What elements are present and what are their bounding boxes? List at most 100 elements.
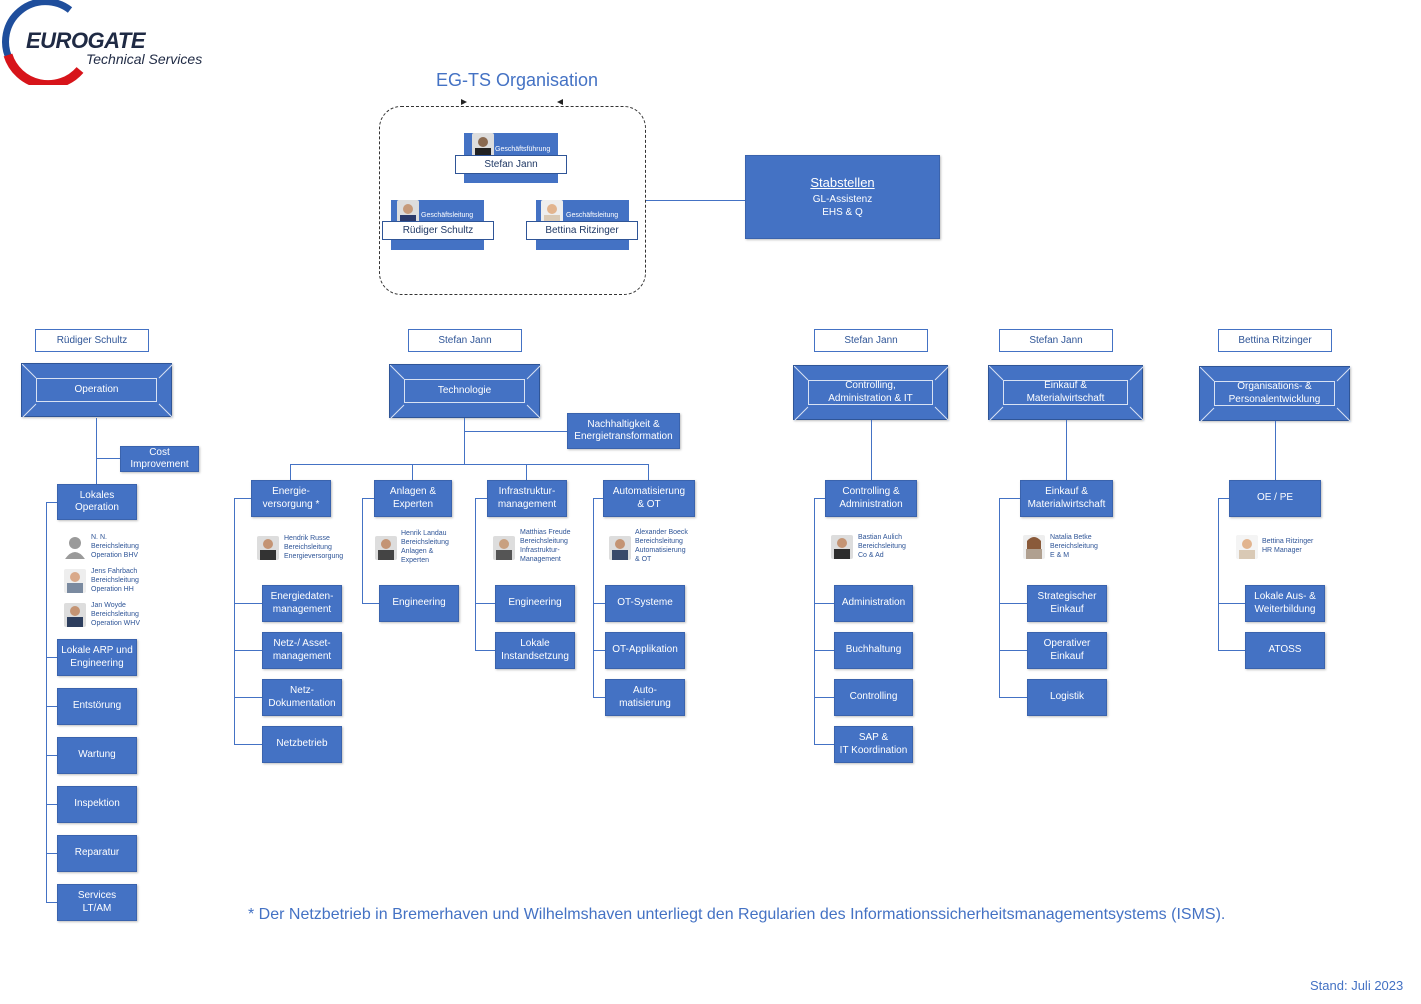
connector: [464, 418, 465, 464]
connector: [234, 744, 262, 745]
connector: [475, 498, 487, 499]
connector: [999, 697, 1027, 698]
stabstellen-box: Stabstellen GL-Assistenz EHS & Q: [745, 155, 940, 239]
lead-label: Stefan Jann: [814, 329, 928, 352]
division-orga: Organisations- & Personalentwicklung: [1199, 366, 1351, 422]
avatar-placeholder: [64, 535, 86, 559]
connector: [593, 603, 605, 604]
person-label: Alexander Boeck Bereichsleitung Automati…: [635, 529, 688, 564]
lead-label: Stefan Jann: [999, 329, 1113, 352]
connector: [475, 650, 495, 651]
connector: [1218, 603, 1245, 604]
connector: [362, 498, 374, 499]
avatar: [375, 536, 397, 560]
connector: [96, 458, 120, 459]
logo-brand: EUROGATE: [26, 28, 146, 53]
connector: [96, 418, 97, 484]
tech-unit-box: OT-Systeme: [605, 585, 685, 622]
eurogate-logo: EUROGATE Technical Services: [0, 0, 230, 85]
tech-unit-box: OT-Applikation: [605, 632, 685, 669]
avatar: [609, 536, 631, 560]
division-einkauf: Einkauf & Materialwirtschaft: [988, 365, 1144, 421]
connector: [1218, 498, 1219, 650]
management-frame: [379, 106, 646, 295]
person-label: Natalia Betke Bereichsleitung E & M: [1050, 534, 1098, 560]
person-label: Bastian Aulich Bereichsleitung Co & Ad: [858, 534, 906, 560]
connector: [234, 603, 262, 604]
logo-subtitle: Technical Services: [86, 51, 203, 67]
stand-label: Stand: Juli 2023: [1310, 978, 1404, 993]
op-unit-box: Lokale ARP und Engineering: [57, 639, 137, 676]
division-label: Organisations- & Personalentwicklung: [1214, 381, 1335, 406]
connector: [46, 853, 57, 854]
connector: [593, 650, 605, 651]
cost-improvement-box: Cost Improvement: [120, 446, 199, 472]
lokales-operation-box: Lokales Operation: [57, 484, 137, 520]
ctrl-unit-box: Buchhaltung: [834, 632, 913, 669]
connector: [464, 431, 567, 432]
op-unit-box: Entstörung: [57, 688, 137, 725]
einkauf-unit-box: Operativer Einkauf: [1027, 632, 1107, 669]
exec-role: Geschäftsführung: [495, 146, 551, 153]
tech-unit-box: Auto- matisierung: [605, 679, 685, 716]
ctrl-sub-box: Controlling & Administration: [825, 480, 917, 517]
op-unit-box: Services LT/AM: [57, 884, 137, 921]
connector: [362, 498, 363, 604]
tech-unit-box: Netz-/ Asset- management: [262, 632, 342, 669]
connector: [234, 697, 262, 698]
ctrl-unit-box: SAP & IT Koordination: [834, 726, 913, 763]
exec-name: Rüdiger Schultz: [382, 221, 494, 240]
division-label: Einkauf & Materialwirtschaft: [1003, 380, 1128, 405]
person-label: Bettina Ritzinger HR Manager: [1262, 538, 1314, 555]
avatar: [64, 603, 86, 627]
connector: [814, 498, 815, 745]
connector: [999, 650, 1027, 651]
tech-unit-box: Energiedaten- management: [262, 585, 342, 622]
connector: [46, 804, 57, 805]
connector: [526, 464, 527, 480]
connector: [362, 603, 379, 604]
stabstellen-line1: GL-Assistenz: [812, 194, 873, 206]
person-label: N. N. Bereichsleitung Operation BHV: [91, 534, 139, 560]
avatar: [64, 569, 86, 593]
page-title: EG-TS Organisation: [436, 70, 599, 90]
connector: [234, 650, 262, 651]
person-label: Henrik Landau Bereichsleitung Anlagen & …: [401, 530, 449, 565]
division-controlling: Controlling, Administration & IT: [793, 365, 949, 421]
avatar: [493, 536, 515, 560]
connector: [46, 657, 57, 658]
lead-label: Stefan Jann: [408, 329, 522, 352]
connector: [593, 697, 605, 698]
exec-role: Geschäftsleitung: [421, 212, 474, 219]
connector: [412, 464, 413, 480]
orga-unit-box: ATOSS: [1245, 632, 1325, 669]
connector: [593, 498, 603, 499]
connector: [46, 902, 57, 903]
connector: [1218, 650, 1245, 651]
stabstellen-line2: EHS & Q: [822, 206, 863, 218]
avatar: [257, 536, 279, 560]
connector: [999, 603, 1027, 604]
connector: [999, 498, 1020, 499]
avatar: [397, 200, 419, 224]
tech-unit-box: Netzbetrieb: [262, 726, 342, 763]
op-unit-box: Wartung: [57, 737, 137, 774]
einkauf-unit-box: Strategischer Einkauf: [1027, 585, 1107, 622]
connector: [1066, 420, 1067, 480]
ctrl-unit-box: Controlling: [834, 679, 913, 716]
avatar: [831, 535, 853, 559]
tech-sub-box: Automatisierung & OT: [603, 480, 695, 517]
op-unit-box: Inspektion: [57, 786, 137, 823]
tech-sub-box: Energie- versorgung *: [251, 480, 331, 517]
division-technologie: Technologie: [389, 364, 541, 419]
lead-label: Rüdiger Schultz: [35, 329, 149, 352]
division-label: Controlling, Administration & IT: [808, 380, 933, 405]
tech-sub-box: Anlagen & Experten: [374, 480, 452, 517]
connector: [475, 603, 495, 604]
connector: [290, 464, 648, 465]
avatar: [541, 200, 563, 224]
nachhaltigkeit-box: Nachhaltigkeit & Energietransformation: [567, 413, 680, 449]
connector: [1218, 498, 1229, 499]
person-label: Matthias Freude Bereichsleitung Infrastr…: [520, 529, 571, 564]
connector: [814, 744, 834, 745]
